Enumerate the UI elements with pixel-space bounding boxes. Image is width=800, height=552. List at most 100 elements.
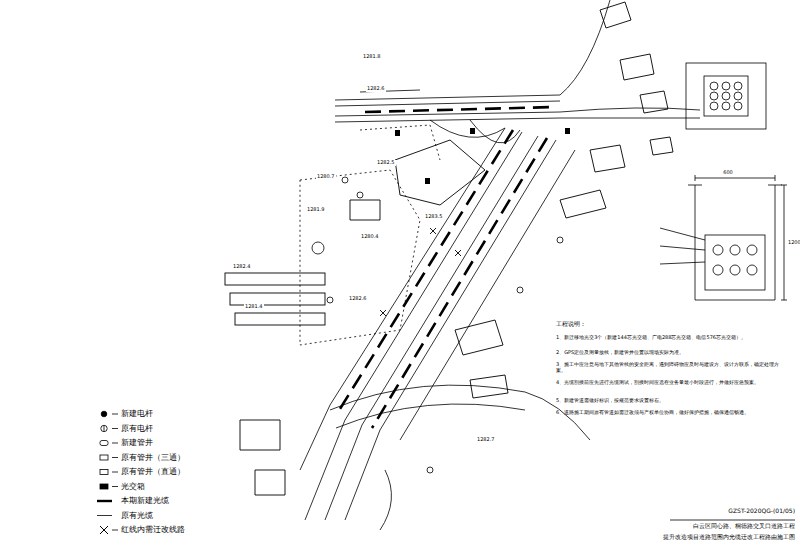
cut-line [380, 310, 386, 316]
box-symbol [565, 128, 570, 134]
legend-text: 原有管井（直通） [121, 468, 185, 476]
building-outline [225, 273, 325, 285]
legend-symbol [100, 526, 118, 534]
tree-symbol [557, 237, 563, 243]
boundary-line [360, 125, 440, 160]
manhole-section [722, 102, 730, 110]
trench-section [713, 245, 723, 255]
legend-symbol [100, 526, 108, 534]
tree-symbol [357, 192, 363, 198]
legend-text: 本期新建光缆 [121, 497, 169, 505]
legend-symbol [100, 470, 108, 475]
trench-section [747, 265, 757, 275]
note-text: 2、GPS定位及测量放线，新建管井位置以现场实际为准。 [556, 350, 786, 356]
road-line [336, 404, 525, 428]
trench-section [730, 245, 740, 255]
building-outline [640, 91, 668, 113]
new-cable [365, 107, 555, 112]
trench-section [688, 185, 782, 186]
legend-text: 原有管井（三通） [121, 454, 185, 462]
building-outline [350, 200, 380, 220]
trench-section [730, 265, 740, 275]
road-line [380, 470, 391, 530]
legend-symbol [100, 484, 108, 489]
manhole-section [710, 102, 718, 110]
legend-symbol [104, 426, 105, 432]
elevation-label: 1282.7 [476, 437, 496, 443]
legend-symbol [97, 515, 112, 516]
legend-text: 新建电杆 [121, 410, 153, 418]
box-symbol [425, 178, 430, 184]
legend-text: 光交箱 [121, 483, 145, 491]
note-text: 5、新建管道需做好标识，按规范要求设置标石。 [556, 398, 786, 404]
building-outline [395, 140, 485, 205]
tree-symbol [342, 177, 348, 183]
note-text: 1、新迁移地光交3个（新建144芯光交箱、广电288芯光交箱、电信576芯光交箱… [556, 335, 786, 341]
road-line [345, 140, 556, 520]
box-symbol [470, 128, 475, 134]
elevation-label: 1282.4 [232, 264, 252, 270]
manhole-section [734, 82, 742, 90]
elevation-label: 1282.6 [366, 86, 386, 92]
new-cable [338, 130, 513, 412]
manhole-section [710, 82, 718, 90]
trench-section [781, 185, 787, 300]
building-outline [225, 2, 673, 495]
boundary-line [300, 125, 440, 345]
legend-symbol [101, 425, 118, 431]
legend-symbol [112, 428, 118, 429]
legend-text: 原有电杆 [121, 425, 153, 433]
new-cable [372, 138, 547, 428]
manhole-section [686, 63, 766, 129]
legend-symbol [97, 501, 112, 502]
building-outline [470, 375, 508, 398]
note-text: 工程说明： [556, 321, 586, 327]
boundary-line [300, 170, 420, 345]
elevation-label: 1280.4 [360, 234, 380, 240]
legend-symbol [101, 411, 107, 417]
legend-symbol [112, 414, 118, 415]
legend-symbol [112, 530, 118, 531]
elevation-label: 1281.8 [362, 54, 382, 60]
building-outline [240, 420, 280, 450]
legend-symbol [100, 455, 118, 460]
trench-section [705, 235, 765, 290]
manhole-section [722, 92, 730, 100]
legend-symbol [112, 472, 118, 473]
building-outline [255, 470, 285, 495]
manhole-section [734, 92, 742, 100]
dimension-label: 1200 [788, 240, 800, 246]
title-text: GZST-2020QG-(01/05) [728, 508, 795, 515]
cut-line [455, 250, 461, 256]
building-outline [600, 2, 631, 28]
road-line [300, 0, 700, 530]
building-outline [590, 145, 625, 172]
manhole-section [704, 76, 748, 116]
building-outline [620, 54, 654, 80]
legend-symbol [100, 441, 108, 446]
trench-section [660, 175, 787, 300]
legend-symbol [100, 455, 108, 460]
building-outline [560, 190, 606, 218]
elevation-label: 1282.6 [348, 296, 368, 302]
road-line [400, 150, 575, 440]
title-text: 白云区同心路、桐德路交叉口道路工程 [693, 523, 795, 529]
tree-symbol [517, 287, 523, 293]
legend-text: 红线内需迁改线路 [121, 526, 185, 534]
road-line [335, 0, 610, 100]
box-symbol [395, 130, 400, 136]
note-text: 3、施工中应注意与地下其他管线的安全距离，遇到障碍物应及时与建设方、设计方联系，… [556, 362, 786, 374]
manhole-section [734, 102, 742, 110]
trench-section [695, 185, 775, 300]
elevation-label: 1281.4 [244, 304, 264, 310]
legend-symbol [112, 457, 118, 458]
legend-symbol [100, 470, 118, 475]
road-line [300, 128, 505, 470]
trench-section [747, 245, 757, 255]
elevation-label: 1282.5 [376, 160, 396, 166]
elevation-label: 1280.7 [316, 174, 336, 180]
road-line [305, 132, 522, 520]
legend-symbol [101, 425, 107, 431]
note-text: 6、道路施工期间原有管道如需迁改须与产权单位协商，做好保护措施，确保通信畅通。 [556, 410, 786, 416]
tree-symbol [327, 297, 333, 303]
